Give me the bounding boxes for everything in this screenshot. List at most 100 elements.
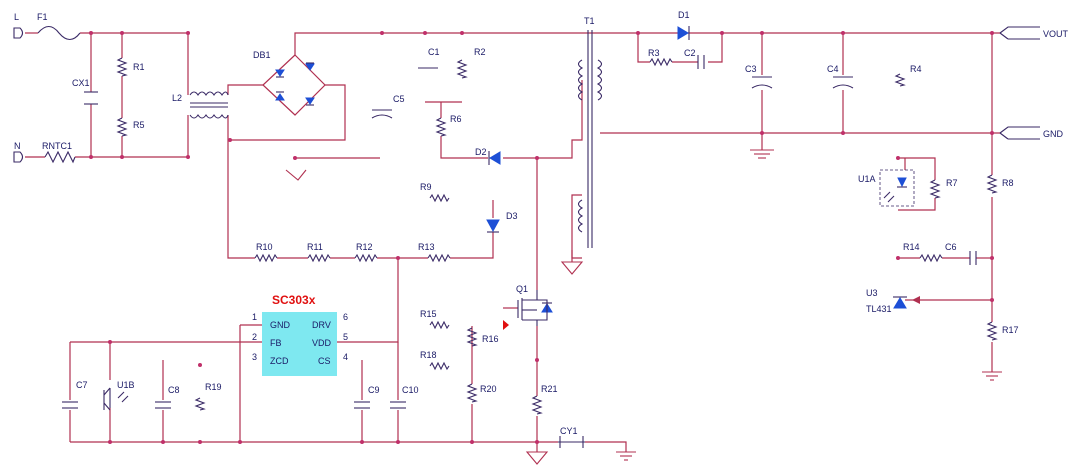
- svg-text:L: L: [14, 12, 19, 22]
- chip-pin-number: 5: [343, 332, 348, 342]
- capacitor-c9: C9: [354, 385, 380, 409]
- svg-text:R16: R16: [482, 334, 499, 344]
- svg-text:R18: R18: [420, 350, 437, 360]
- capacitor-c1: C1: [418, 47, 440, 69]
- resistor-r10: R10: [254, 242, 278, 263]
- svg-text:R12: R12: [356, 242, 373, 252]
- fuse-f1: F1: [37, 12, 81, 41]
- svg-text:C2: C2: [684, 48, 696, 58]
- svg-text:F1: F1: [37, 12, 48, 22]
- svg-text:R1: R1: [133, 62, 145, 72]
- ground-output: [982, 371, 1002, 381]
- svg-text:R14: R14: [903, 242, 920, 252]
- svg-text:U1B: U1B: [117, 380, 135, 390]
- transformer-t1: T1: [577, 16, 603, 248]
- capacitor-c10: C10: [390, 385, 419, 409]
- ground-secondary: [750, 149, 774, 159]
- choke-l2: L2: [172, 91, 229, 119]
- svg-text:TL431: TL431: [866, 304, 892, 314]
- svg-text:C8: C8: [168, 385, 180, 395]
- resistor-r17: R17: [986, 321, 1019, 341]
- resistor-r11: R11: [307, 242, 331, 263]
- controller-chip: SC303x GND FB ZCD DRV VDD CS 1 2 3 6 5 4: [252, 293, 348, 376]
- chip-pin-number: 4: [343, 352, 348, 362]
- resistor-r6: R6: [435, 114, 462, 137]
- svg-text:R13: R13: [418, 242, 435, 252]
- resistor-r20: R20: [466, 383, 497, 403]
- resistor-r4: R4: [894, 64, 922, 87]
- chip-pin-number: 6: [343, 312, 348, 322]
- chip-pin-name: VDD: [312, 338, 332, 348]
- resistor-r7: R7: [929, 178, 958, 199]
- svg-text:R11: R11: [307, 242, 323, 252]
- mosfet-q1: Q1: [516, 284, 553, 326]
- ground-aux: [560, 261, 584, 275]
- resistor-r3: R3: [648, 48, 673, 67]
- bridge-db1: DB1: [253, 50, 315, 106]
- port-vout: VOUT: [999, 26, 1069, 40]
- resistor-r14: R14: [903, 242, 943, 263]
- svg-text:R6: R6: [450, 114, 462, 124]
- svg-text:U3: U3: [866, 288, 878, 298]
- svg-text:R2: R2: [474, 47, 486, 57]
- svg-text:C9: C9: [368, 385, 380, 395]
- svg-text:CY1: CY1: [560, 426, 578, 436]
- svg-text:R20: R20: [480, 384, 497, 394]
- port-n: N: [13, 141, 24, 163]
- svg-text:C10: C10: [402, 385, 419, 395]
- resistor-r8: R8: [986, 174, 1014, 194]
- resistor-r1: R1: [116, 57, 145, 77]
- resistor-r19: R19: [194, 382, 222, 411]
- chip-pin-name: DRV: [312, 320, 331, 330]
- ground-bottom-earth: [616, 451, 636, 461]
- chip-pin-number: 1: [252, 312, 257, 322]
- resistor-r18: R18: [420, 350, 450, 371]
- svg-text:RNTC1: RNTC1: [42, 141, 72, 151]
- svg-text:R9: R9: [420, 182, 432, 192]
- svg-text:R5: R5: [133, 120, 145, 130]
- svg-text:R3: R3: [648, 48, 660, 58]
- svg-text:CX1: CX1: [72, 78, 90, 88]
- chip-pin-number: 3: [252, 352, 257, 362]
- capacitor-c3: C3: [745, 64, 773, 89]
- chip-pin-name: GND: [270, 320, 291, 330]
- ground-primary: [285, 169, 307, 181]
- optocoupler-u1b: U1B: [103, 380, 135, 411]
- svg-text:R19: R19: [205, 382, 222, 392]
- svg-text:R21: R21: [541, 384, 558, 394]
- junctions: [89, 31, 994, 444]
- arrow-head: [912, 296, 920, 304]
- diode-d3: D3: [486, 211, 518, 233]
- svg-text:R10: R10: [256, 242, 273, 252]
- svg-text:L2: L2: [172, 93, 182, 103]
- shunt-regulator-u3: U3 TL431: [866, 288, 907, 314]
- chip-body: [262, 312, 337, 376]
- svg-text:R17: R17: [1002, 325, 1019, 335]
- svg-text:GND: GND: [1043, 129, 1064, 139]
- marker-arrow: [503, 320, 509, 330]
- chip-pin-number: 2: [252, 332, 257, 342]
- capacitor-cx1: CX1: [72, 78, 98, 105]
- port-l: L: [13, 12, 24, 39]
- chip-pin-name: CS: [318, 356, 331, 366]
- svg-text:C6: C6: [945, 242, 957, 252]
- capacitor-c5: C5: [371, 94, 405, 119]
- resistor-r9: R9: [420, 182, 450, 203]
- chip-pin-name: FB: [270, 338, 282, 348]
- svg-text:C4: C4: [827, 64, 839, 74]
- svg-text:R15: R15: [420, 309, 437, 319]
- resistor-r2: R2: [456, 47, 486, 79]
- thermistor-rntc1: RNTC1: [42, 141, 76, 164]
- capacitor-c2: C2: [684, 48, 705, 69]
- svg-text:C5: C5: [393, 94, 405, 104]
- svg-text:R8: R8: [1002, 178, 1014, 188]
- svg-text:C1: C1: [428, 47, 440, 57]
- wires: [25, 32, 1000, 452]
- capacitor-c4: C4: [827, 64, 854, 89]
- capacitor-c7: C7: [62, 380, 88, 409]
- svg-text:D3: D3: [506, 211, 518, 221]
- svg-text:C7: C7: [76, 380, 88, 390]
- capacitor-c6: C6: [945, 242, 977, 265]
- resistor-r16: R16: [466, 327, 499, 347]
